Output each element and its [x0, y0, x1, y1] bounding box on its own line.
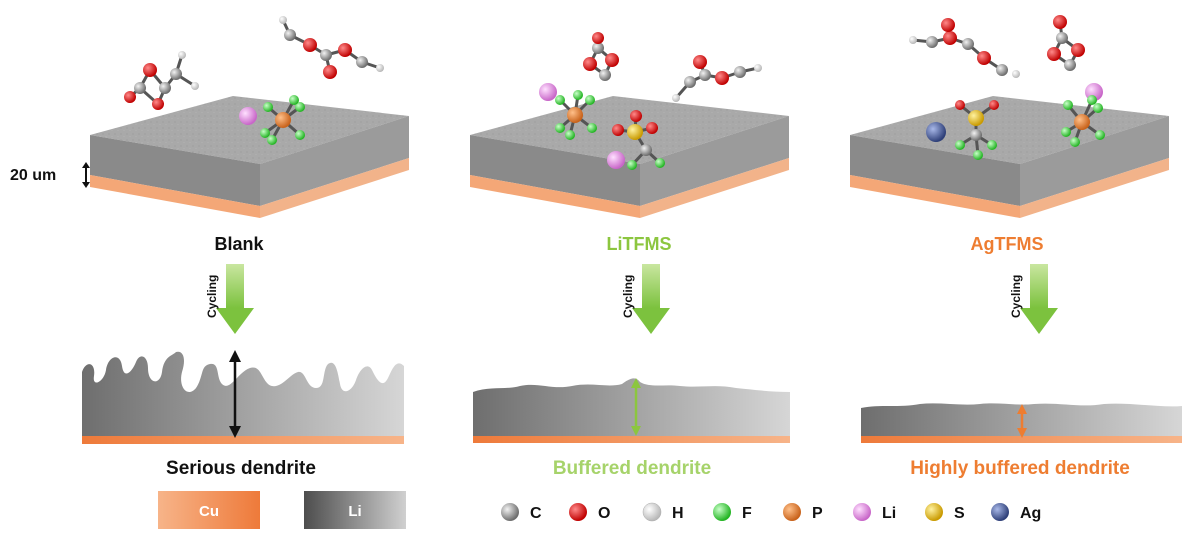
legend-atom-p-icon — [783, 503, 801, 521]
substrate-litfms — [470, 96, 789, 218]
substrate-agtfms — [850, 96, 1169, 218]
legend-atom-s-icon — [925, 503, 943, 521]
legend-atom-o-icon — [569, 503, 587, 521]
legend-atom-li-icon — [853, 503, 871, 521]
legend-label-cu: Cu — [199, 503, 219, 520]
panel-title-litfms: LiTFMS — [607, 234, 672, 254]
legend-atom-o-label: O — [598, 505, 610, 522]
legend-atoms: C O H F P Li S Ag — [501, 502, 1041, 522]
legend-label-li: Li — [348, 503, 361, 520]
cycling-label-2: Cycling — [621, 275, 635, 318]
legend-atom-s-label: S — [954, 505, 965, 522]
legend-materials: Cu Li — [158, 491, 406, 529]
legend-atom-h-label: H — [672, 505, 684, 522]
legend-atom-f-icon — [713, 503, 731, 521]
legend-atom-h-icon — [642, 502, 662, 522]
legend-swatch-li — [304, 491, 406, 529]
panel-title-blank: Blank — [214, 234, 264, 254]
cycling-arrow-2: Cycling — [621, 264, 670, 334]
dendrite-serious — [82, 350, 404, 444]
legend-atom-f-label: F — [742, 505, 752, 522]
legend-atom-p-label: P — [812, 505, 823, 522]
cycling-arrow-3: Cycling — [1009, 264, 1058, 334]
result-caption-agtfms: Highly buffered dendrite — [910, 458, 1130, 479]
legend-atom-ag-label: Ag — [1020, 505, 1041, 522]
legend-atom-ag-icon — [991, 503, 1009, 521]
scale-label: 20 um — [10, 167, 56, 184]
panel-title-agtfms: AgTFMS — [971, 234, 1044, 254]
dendrite-highly-buffered — [861, 403, 1182, 443]
result-caption-blank: Serious dendrite — [166, 458, 316, 479]
legend-swatch-cu — [158, 491, 260, 529]
cycling-arrow-1: Cycling — [205, 264, 254, 334]
legend-atom-c-icon — [501, 503, 519, 521]
dendrite-buffered — [473, 378, 790, 443]
result-caption-litfms: Buffered dendrite — [553, 458, 711, 479]
molecules-atoms — [124, 15, 1105, 170]
legend-atom-c-label: C — [530, 505, 542, 522]
cycling-label-1: Cycling — [205, 275, 219, 318]
legend-atom-li-label: Li — [882, 505, 896, 522]
cycling-label-3: Cycling — [1009, 275, 1023, 318]
substrate-blank — [90, 96, 409, 218]
scale-bar: 20 um — [10, 162, 90, 188]
